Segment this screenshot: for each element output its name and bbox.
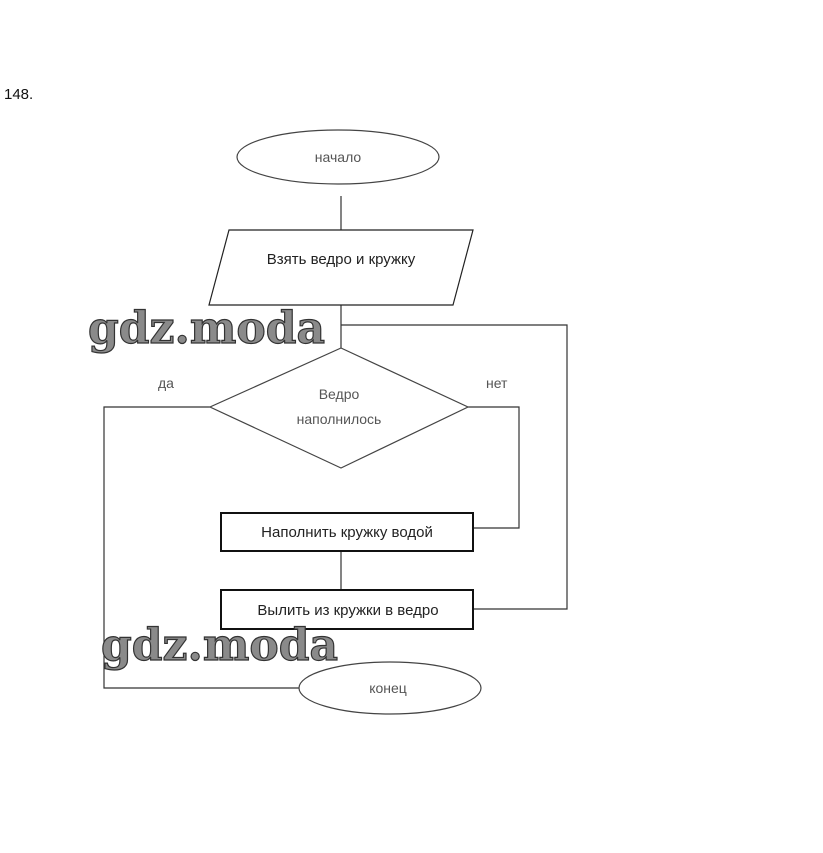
decision-label-line2: наполнилось	[297, 411, 382, 427]
end-label: конец	[369, 680, 407, 696]
process-pour-into-bucket: Вылить из кружки в ведро	[220, 589, 474, 630]
process1-label: Наполнить кружку водой	[261, 524, 433, 541]
watermark-logo: gdz.moda	[88, 303, 325, 354]
loop-back-connector	[341, 324, 568, 610]
decision-label-line1: Ведро	[319, 386, 360, 402]
problem-number: 148.	[4, 86, 34, 103]
watermark-logo: gdz.moda	[101, 620, 338, 671]
yes-label: да	[158, 375, 174, 391]
process2-label: Вылить из кружки в ведро	[257, 602, 438, 619]
no-label: нет	[486, 375, 508, 391]
input-block: Взять ведро и кружку	[208, 229, 474, 306]
decision-block: Ведро наполнилось	[208, 347, 470, 469]
end-terminal: конец	[298, 661, 482, 715]
start-terminal: начало	[236, 129, 440, 185]
input-label: Взять ведро и кружку	[267, 251, 416, 268]
no-branch-connector	[468, 406, 520, 529]
connectors	[103, 196, 568, 689]
yes-branch-connector	[103, 406, 300, 689]
process-fill-mug: Наполнить кружку водой	[220, 512, 474, 552]
start-label: начало	[315, 149, 362, 165]
